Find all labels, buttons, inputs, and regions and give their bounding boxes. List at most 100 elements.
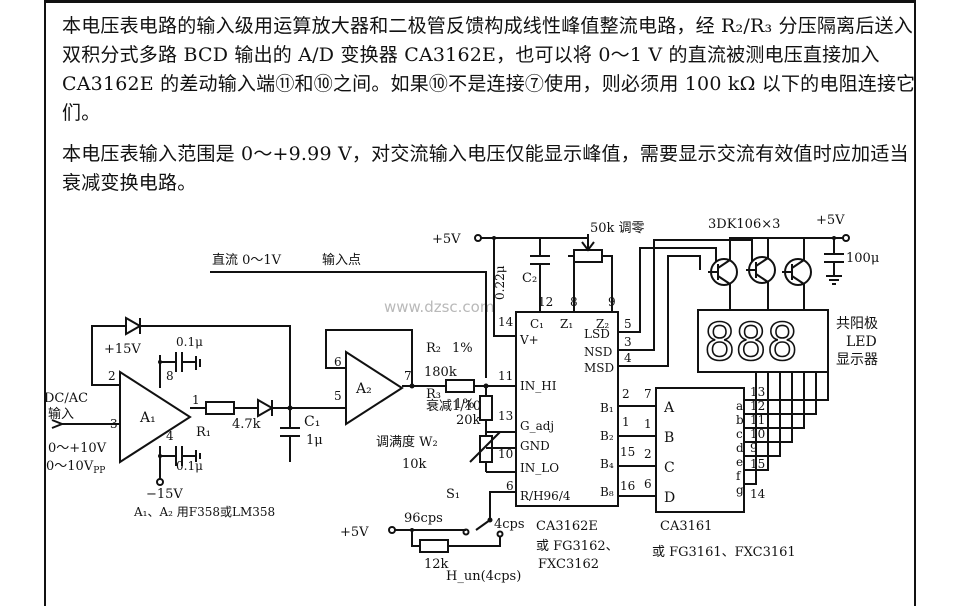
chip1-pinnum-3: 3 xyxy=(624,335,632,349)
c2-label: C₂ xyxy=(522,271,537,286)
chip1-pinnum-13: 13 xyxy=(498,409,513,423)
chip2-seg-c: c xyxy=(736,427,743,441)
feedback-diode xyxy=(125,316,143,336)
chip2-pin-c: C xyxy=(664,460,675,476)
attn-label: 衰减1/10 xyxy=(426,398,481,414)
f96-label: 96cps xyxy=(404,511,443,526)
chip1-pin-gadj: G_adj xyxy=(520,419,554,433)
range-label-1: 0～+10V xyxy=(48,441,107,456)
c1-label: C₁ xyxy=(304,414,320,430)
plus5v-right-label: +5V xyxy=(816,213,845,228)
chip1-pin-nsd: NSD xyxy=(584,345,612,359)
led-label-1: 共阳极 xyxy=(836,316,878,332)
chip2-pinnum-7: 7 xyxy=(644,387,652,401)
chip1-pinnum-5: 5 xyxy=(624,317,632,331)
plus5v-bot-label: +5V xyxy=(340,525,369,540)
led-label-3: 显示器 xyxy=(836,352,878,368)
chip1-pinnum-16: 16 xyxy=(620,479,635,493)
f4-label: 4cps xyxy=(494,517,525,532)
transistor-q1 xyxy=(708,258,738,286)
chip1-pin-b4: B₄ xyxy=(600,457,614,471)
a2-label: A₂ xyxy=(355,381,372,397)
r1-value: 4.7k xyxy=(232,417,261,432)
plus15v-label: +15V xyxy=(104,342,141,357)
cap-01u-bot: 0.1μ xyxy=(176,459,203,473)
a2-pin-5: 5 xyxy=(334,389,342,403)
transistor-label: 3DK106×3 xyxy=(708,217,780,232)
led-digits: 888 xyxy=(704,313,798,373)
description-paragraph-2: 本电压表输入范围是 0～+9.99 V，对交流输入电压仅能显示峰值，需要显示交流… xyxy=(62,143,909,194)
resistor-r3 xyxy=(479,395,493,421)
chip2-pinnum-6: 6 xyxy=(644,477,652,491)
chip2-seg-f: f xyxy=(736,469,742,483)
chip1-pin-msd: MSD xyxy=(584,361,614,375)
chip1-pinnum-2: 2 xyxy=(622,387,630,401)
resistor-12k xyxy=(419,539,449,553)
chip1-pinnum-11: 11 xyxy=(498,369,513,383)
chip1-name: CA3162E xyxy=(536,519,598,534)
hun-label: H_un(4cps) xyxy=(446,569,521,584)
chip1-pin-b2: B₂ xyxy=(600,429,614,443)
r3-value: 20k xyxy=(456,413,481,428)
chip-ca3162e xyxy=(515,311,619,507)
opamp-note: A₁、A₂ 用F358或LM358 xyxy=(133,505,275,519)
minus15v-label: −15V xyxy=(146,487,183,502)
chip2-seg-d: d xyxy=(736,441,744,455)
opamp-a2 xyxy=(345,350,404,426)
r12k-label: 12k xyxy=(424,557,449,572)
zero-pot-label: 50k 调零 xyxy=(590,221,645,236)
led-label-2: LED xyxy=(846,334,877,350)
chip1-pin-z1: Z₁ xyxy=(560,317,573,331)
a1-label: A₁ xyxy=(139,410,156,426)
top-rule xyxy=(44,0,916,3)
c1-value: 1μ xyxy=(306,433,323,448)
r1-label: R₁ xyxy=(196,425,211,440)
chip2-pinnum-1: 1 xyxy=(644,417,652,431)
rectifier-diode xyxy=(257,398,275,418)
chip1-pin-gnd: GND xyxy=(520,439,550,453)
a2-pin-7: 7 xyxy=(404,369,412,383)
a1-pin-1: 1 xyxy=(192,393,200,407)
chip1-alt1: 或 FG3162、 xyxy=(536,539,619,554)
w2-value: 10k xyxy=(402,457,427,472)
zero-pot xyxy=(573,249,603,263)
cap-100u-label: 100μ xyxy=(846,251,879,266)
chip2-pin-a: A xyxy=(663,400,675,416)
chip1-pin-rh: R/H96/4 xyxy=(520,489,571,503)
chip2-seg-a: a xyxy=(736,399,743,413)
chip2-seg-b: b xyxy=(736,413,744,427)
resistor-r1 xyxy=(205,401,235,415)
dc-input-label: 直流 0～1V xyxy=(212,253,282,268)
description-paragraph-1: 本电压表电路的输入级用运算放大器和二极管反馈构成线性峰值整流电路，经 R₂/R₃… xyxy=(62,15,916,124)
chip1-pin-b1: B₁ xyxy=(600,401,614,415)
chip1-pinnum-14: 14 xyxy=(498,315,514,329)
a2-pin-6: 6 xyxy=(334,355,342,369)
fullscale-label: 调满度 W₂ xyxy=(376,434,438,450)
chip2-seg-g: g xyxy=(736,483,744,497)
dcac-label-2: 输入 xyxy=(48,406,74,422)
led-display xyxy=(697,309,829,373)
resistor-r2 xyxy=(445,379,475,393)
chip1-pinnum-10: 10 xyxy=(498,447,513,461)
c2-value: 0.22μ xyxy=(493,265,507,300)
chip2-seg-e: e xyxy=(736,455,743,469)
chip1-pinnum-4: 4 xyxy=(624,351,632,365)
seg-pin-12: 12 xyxy=(750,399,765,413)
range-label-2: 0～10VPP xyxy=(46,459,105,476)
transistor-q2 xyxy=(746,256,776,284)
r2-value: 180k xyxy=(424,365,457,380)
chip1-pinnum-6: 6 xyxy=(506,479,514,493)
chip1-pin-b8: B₈ xyxy=(600,485,614,499)
a1-pin-2: 2 xyxy=(108,369,116,383)
s1-label: S₁ xyxy=(446,487,460,502)
chip2-pinnum-2: 2 xyxy=(644,447,652,461)
r2-tol: 1% xyxy=(452,341,473,356)
chip-ca3161 xyxy=(655,387,745,513)
chip2-alt: 或 FG3161、FXC3161 xyxy=(652,545,796,560)
seg-pin-15: 15 xyxy=(750,457,765,471)
chip1-pin-inlo: IN_LO xyxy=(520,461,559,475)
seg-pin-9: 9 xyxy=(750,441,758,455)
left-rule xyxy=(44,0,46,606)
r3-label: R₃ xyxy=(426,387,441,402)
